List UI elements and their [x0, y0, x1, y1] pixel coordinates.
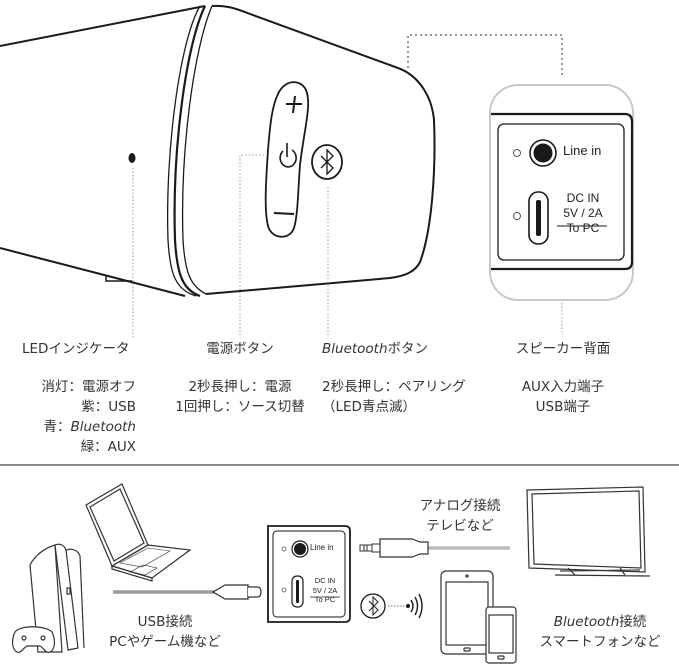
bluetooth-desc-line1: 2秒長押し：ペアリング [322, 379, 466, 395]
speaker-rear-desc: AUX入力端子 USB端子 [505, 377, 621, 417]
bottom-rating-text: 5V / 2A [312, 585, 338, 595]
usb-connection-desc: PCやゲーム機など [109, 634, 221, 650]
power-button-desc: 2秒長押し：電源 1回押し：ソース切替 [160, 377, 320, 417]
rating-text: 5V / 2A [563, 206, 603, 220]
led-small-2 [513, 212, 521, 220]
bottom-dc-in-text: DC IN [314, 576, 336, 585]
analog-connection-title: アナログ接続 [419, 498, 501, 514]
game-console-icon [11, 543, 85, 653]
bluetooth-wave-icon [360, 593, 423, 619]
rear-desc-line1: AUX入力端子 [521, 379, 605, 395]
to-pc-text: To PC [566, 221, 600, 235]
rear-desc-line2: USB端子 [535, 399, 591, 415]
bottom-line-in-label: Line in [310, 543, 334, 552]
line-in-label: Line in [563, 143, 602, 158]
led-legend-usb: 紫：USB [81, 399, 136, 415]
speaker-end-cap [166, 4, 436, 298]
tv-icon [526, 486, 651, 577]
led-indicator-title: LEDインジケータ [22, 341, 130, 357]
led-small-1 [513, 149, 521, 157]
bluetooth-button-icon[interactable] [311, 144, 343, 180]
power-desc-line1: 2秒長押し：電源 [188, 379, 292, 395]
bluetooth-connection-label: Bluetooth接続 スマートフォンなど [525, 612, 675, 652]
led-indicator-dot [128, 153, 136, 163]
speaker-foot [105, 276, 132, 282]
led-indicator-legend: 消灯：電源オフ 紫：USB 青：Bluetooth 緑：AUX [40, 377, 137, 457]
usb-connection-label: USB接続 PCやゲーム機など [95, 612, 235, 652]
smartphone-icon [485, 606, 517, 664]
bottom-to-pc-text: To PC [314, 595, 336, 604]
analog-connection-desc: テレビなど [426, 518, 494, 534]
dc-in-text: DC IN [566, 191, 600, 205]
usb-connection-title: USB接続 [137, 614, 193, 630]
usb-c-port [528, 191, 549, 245]
power-desc-line2: 1回押し：ソース切替 [175, 399, 305, 415]
bluetooth-button-title: Bluetoothボタン [322, 341, 429, 357]
speaker-body [0, 5, 206, 297]
bluetooth-button-desc: 2秒長押し：ペアリング （LED青点滅） [322, 377, 466, 417]
led-legend-off: 消灯：電源オフ [41, 379, 137, 395]
speaker-rear-title: スピーカー背面 [515, 341, 611, 357]
tablet-icon [440, 570, 494, 655]
bottom-rear-panel [267, 525, 351, 623]
power-button-title: 電源ボタン [206, 341, 274, 357]
control-buttons [264, 81, 310, 238]
power-icon[interactable] [279, 143, 297, 168]
led-legend-aux: 緑：AUX [80, 439, 136, 455]
bluetooth-desc-line2: （LED青点滅） [322, 399, 416, 415]
led-legend-bluetooth: 青：Bluetooth [43, 419, 136, 435]
bottom-usb-port-label: DC IN 5V / 2A To PC [308, 576, 342, 605]
line-in-jack [529, 139, 557, 167]
volume-down-icon[interactable] [273, 212, 295, 215]
usb-port-label: DC IN 5V / 2A To PC [557, 191, 609, 236]
laptop-icon [85, 483, 192, 582]
bluetooth-connection-title: Bluetooth接続 [553, 614, 647, 630]
bluetooth-connection-desc: スマートフォンなど [539, 634, 661, 650]
volume-up-icon[interactable] [286, 95, 302, 114]
analog-connection-label: アナログ接続 テレビなど [405, 496, 515, 536]
usb-cable [113, 584, 262, 600]
leader-lines [132, 34, 563, 338]
aux-plug-cable [359, 538, 510, 558]
